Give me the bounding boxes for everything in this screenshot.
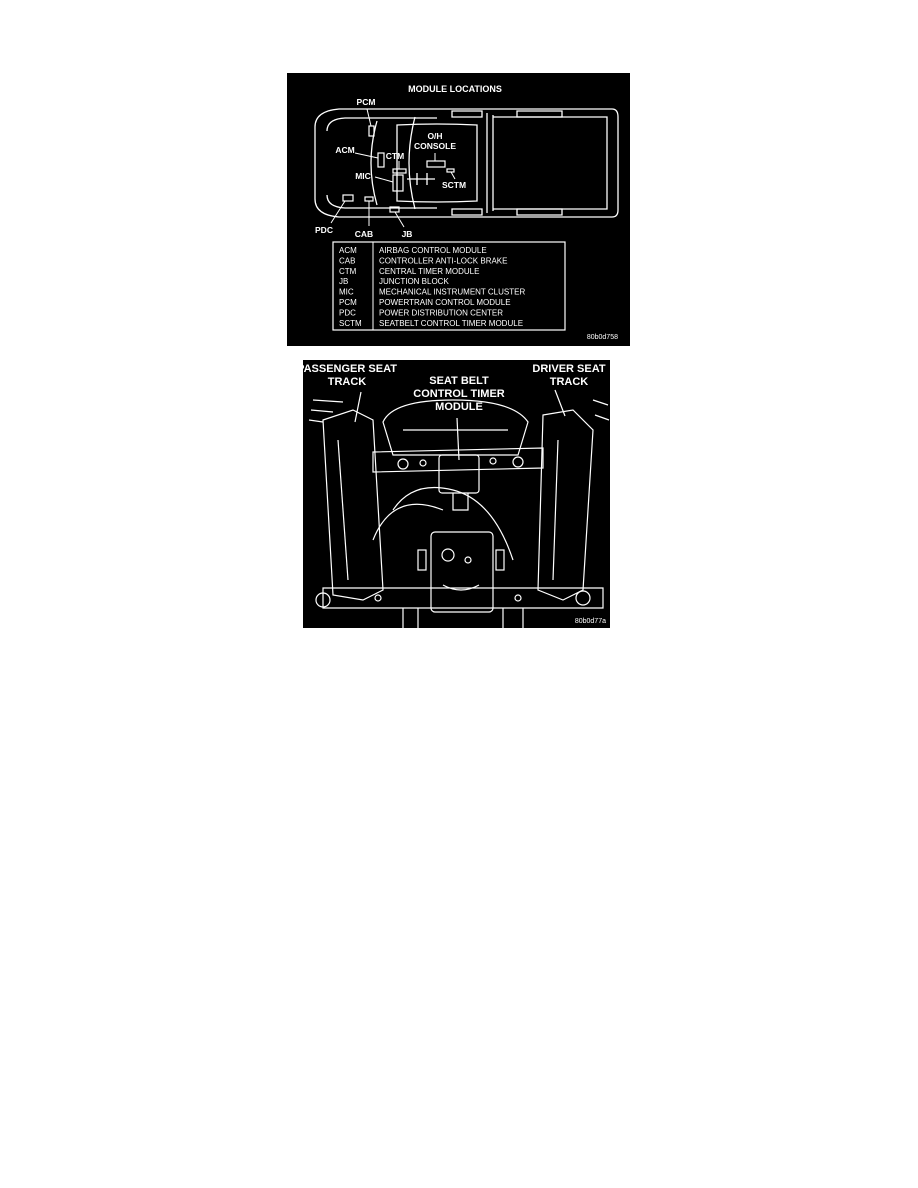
pcm-callout: PCM — [357, 97, 376, 107]
legend-meaning: JUNCTION BLOCK — [379, 277, 449, 286]
leader-lines — [330, 108, 456, 228]
ctm-marker — [392, 168, 407, 174]
seatbelt-module-label-3: MODULE — [435, 401, 483, 413]
label-arrows — [354, 389, 566, 461]
legend-table: ACM AIRBAG CONTROL MODULE CAB CONTROLLER AN… — [332, 241, 566, 331]
figure-id: 80b0d77a — [575, 618, 606, 625]
passenger-seat-track-label: PASSENGER SEAT — [303, 363, 397, 375]
module-locations-figure: MODULE LOCATIONS — [287, 73, 630, 346]
oh-callout: O/H — [427, 131, 442, 141]
cab-marker — [364, 196, 374, 202]
cab-callout: CAB — [355, 229, 373, 239]
oh-console-marker — [426, 160, 446, 168]
pdc-marker — [342, 194, 354, 202]
passenger-seat-track-label-2: TRACK — [328, 376, 367, 388]
driver-seat-track-label: DRIVER SEAT — [532, 363, 605, 375]
legend-abbr: MIC — [339, 288, 354, 297]
figure-title: MODULE LOCATIONS — [408, 84, 502, 94]
legend-meaning: CONTROLLER ANTI-LOCK BRAKE — [379, 256, 507, 265]
legend-meaning: POWERTRAIN CONTROL MODULE — [379, 298, 511, 307]
legend-meaning: AIRBAG CONTROL MODULE — [379, 246, 487, 255]
jb-marker — [389, 206, 400, 213]
legend-meaning: CENTRAL TIMER MODULE — [379, 267, 479, 276]
ctm-callout: CTM — [386, 151, 404, 161]
legend-abbr: ACM — [339, 246, 357, 255]
acm-marker — [377, 152, 385, 168]
seatbelt-timer-figure: PASSENGER SEAT TRACK SEAT BELT CONTROL T… — [303, 360, 610, 628]
legend-abbr: SCTM — [339, 319, 362, 328]
legend-abbr: PCM — [339, 298, 357, 307]
module-markers — [342, 125, 455, 213]
seatbelt-timer-illustration: PASSENGER SEAT TRACK SEAT BELT CONTROL T… — [303, 363, 610, 628]
legend-meaning: POWER DISTRIBUTION CENTER — [379, 308, 503, 317]
acm-callout: ACM — [335, 145, 354, 155]
legend-meaning: SEATBELT CONTROL TIMER MODULE — [379, 319, 523, 328]
vehicle-outline — [314, 108, 619, 218]
mic-callout: MIC — [355, 171, 371, 181]
console-callout: CONSOLE — [414, 141, 456, 151]
module-locations-diagram: MODULE LOCATIONS — [314, 84, 619, 341]
seat-frame-illustration — [308, 399, 610, 628]
pdc-callout: PDC — [315, 225, 333, 235]
jb-callout: JB — [402, 229, 413, 239]
sctm-callout: SCTM — [442, 180, 466, 190]
legend-abbr: JB — [339, 277, 348, 286]
legend-abbr: PDC — [339, 308, 356, 317]
driver-seat-track-label-2: TRACK — [550, 376, 589, 388]
seatbelt-module-label-2: CONTROL TIMER — [413, 388, 505, 400]
legend-abbr: CTM — [339, 267, 357, 276]
legend-meaning: MECHANICAL INSTRUMENT CLUSTER — [379, 288, 525, 297]
mic-marker — [392, 174, 404, 192]
pcm-marker — [368, 125, 375, 137]
figure-id: 80b0d758 — [587, 334, 618, 341]
legend-abbr: CAB — [339, 256, 355, 265]
seatbelt-module-label: SEAT BELT — [429, 375, 489, 387]
sctm-marker — [446, 168, 455, 173]
